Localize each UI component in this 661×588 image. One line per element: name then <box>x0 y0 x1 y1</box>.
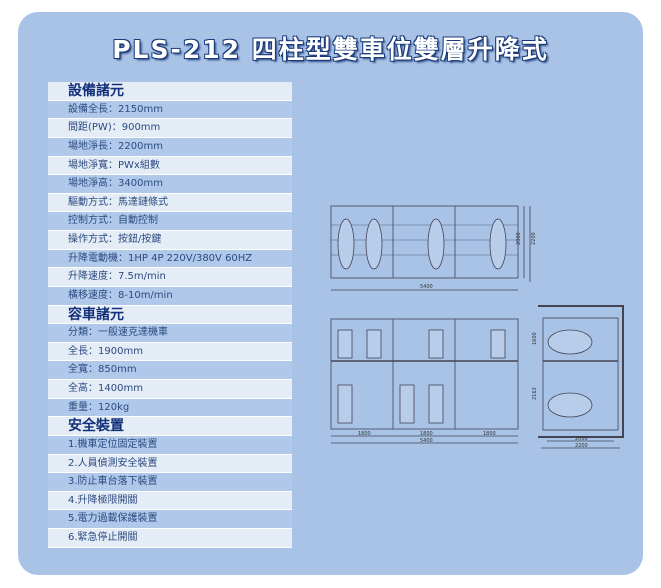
spec-row: 4.升降極限開關 <box>48 491 292 511</box>
spec-row: 場地淨高：3400mm <box>48 175 292 194</box>
motorcycle-icon <box>427 218 445 270</box>
dim-top-inner: 2000 <box>516 232 522 245</box>
dim-lower-height: 2163 <box>532 387 538 400</box>
spec-row: 驅動方式：馬達鏈條式 <box>48 193 292 213</box>
spec-row: 2.人員偵測安全裝置 <box>48 454 292 474</box>
spec-row: 間距(PW)：900mm <box>48 119 292 138</box>
top-view-frame <box>330 205 519 279</box>
scooter-icon <box>547 392 593 418</box>
spec-row: 橫移速度：8-10m/min <box>48 286 292 306</box>
spec-row: 全高：1400mm <box>48 380 292 399</box>
dim-top-outer: 2200 <box>531 232 537 245</box>
top-view: 5400 2000 2200 <box>330 205 537 291</box>
page-title: PLS-212 四柱型雙車位雙層升降式 <box>112 35 549 64</box>
spec-row: 5.電力過載保護裝置 <box>48 510 292 529</box>
side-view: 2000 2200 1600 2163 <box>532 305 624 449</box>
dim-front-width: 5400 <box>420 438 433 444</box>
spec-row: 重量：120kg <box>48 398 292 418</box>
motorcycle-icon <box>365 218 383 270</box>
spec-row: 6.緊急停止開關 <box>48 529 292 548</box>
spec-row: 升降速度：7.5m/min <box>48 268 292 287</box>
scooter-icon <box>547 329 593 355</box>
spec-row: 場地淨寬：PWx組數 <box>48 156 292 176</box>
dim-side-inner: 2000 <box>575 436 588 442</box>
spec-row: 操作方式：按鈕/按鍵 <box>48 231 292 250</box>
spec-row: 全寬：850mm <box>48 361 292 380</box>
spec-row: 全長：1900mm <box>48 342 292 362</box>
spec-row: 分類：一般速克達機車 <box>48 324 292 343</box>
motorcycle-icon <box>337 218 355 270</box>
spec-row: 設備全長：2150mm <box>48 100 292 120</box>
spec-row: 控制方式：自動控制 <box>48 212 292 231</box>
motorcycle-icon <box>489 218 507 270</box>
section-heading: 設備諸元 <box>48 82 292 101</box>
section-heading: 容車諸元 <box>48 305 292 325</box>
dim-bay-2: 1800 <box>420 431 433 437</box>
spec-row: 場地淨長：2200mm <box>48 137 292 157</box>
spec-row: 3.防止車台落下裝置 <box>48 473 292 492</box>
spec-row: 1.機車定位固定裝置 <box>48 435 292 455</box>
dim-top-width: 5400 <box>420 284 433 290</box>
spec-row: 升降電動機：1HP 4P 220V/380V 60HZ <box>48 249 292 269</box>
dim-upper-height: 1600 <box>532 332 538 345</box>
section-heading: 安全裝置 <box>48 417 292 436</box>
dim-side-outer: 2200 <box>575 443 588 449</box>
front-view: 1800 1800 1800 5400 <box>330 318 519 444</box>
front-view-frame <box>330 318 519 430</box>
dim-bay-3: 1800 <box>483 431 496 437</box>
dim-bay-1: 1800 <box>358 431 371 437</box>
